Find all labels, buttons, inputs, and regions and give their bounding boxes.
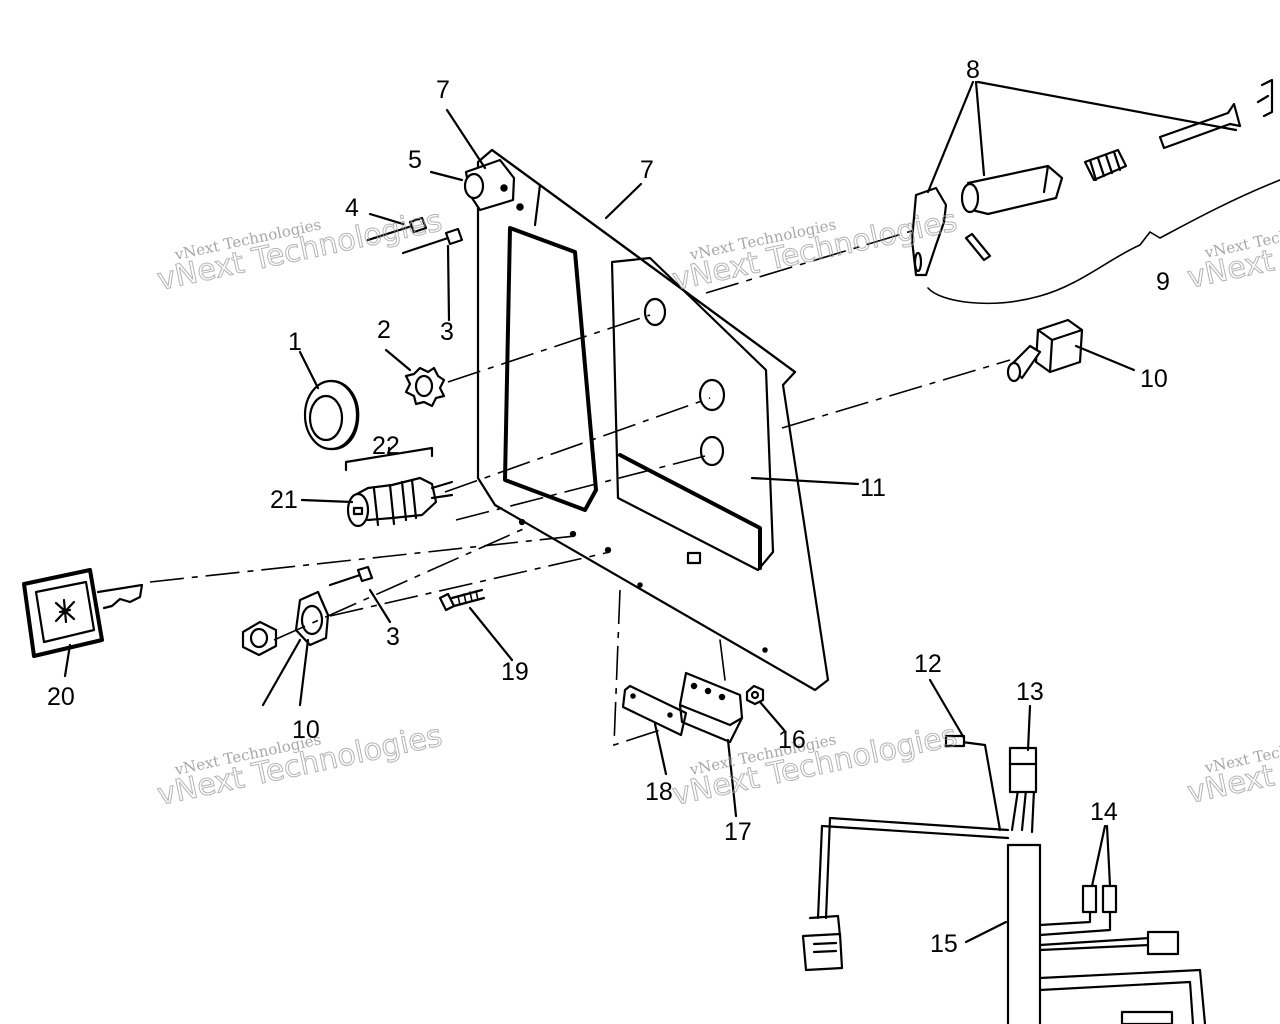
callout-13: 13 (1016, 678, 1044, 706)
dash-panel (463, 148, 830, 692)
wiring-harness (801, 734, 1207, 1024)
callout-1: 1 (288, 328, 302, 356)
callout-7: 7 (640, 156, 654, 184)
callout-10: 10 (292, 716, 320, 744)
latch-assembly (910, 78, 1280, 305)
callout-17: 17 (724, 818, 752, 846)
callout-16: 16 (778, 726, 806, 754)
callout-4: 4 (345, 194, 359, 222)
callout-8: 8 (966, 56, 980, 84)
callout-9: 9 (1156, 268, 1170, 296)
callout-labels: 1 2 3 3 7 9 4 5 7 8 10 10 11 12 13 14 15… (47, 56, 1170, 958)
callout-22: 22 (372, 432, 400, 460)
callout-15: 15 (930, 930, 958, 958)
hinge-brackets (621, 671, 765, 744)
callout-21: 21 (270, 486, 298, 514)
callout-10: 10 (1140, 365, 1168, 393)
callout-5: 5 (408, 146, 422, 174)
callout-6: 7 (436, 76, 450, 104)
callout-3: 3 (386, 623, 400, 651)
toggle-switch (1006, 318, 1084, 383)
hardware-left (22, 216, 486, 658)
callout-3: 3 (440, 318, 454, 346)
callout-12: 12 (914, 650, 942, 678)
callout-18: 18 (645, 778, 673, 806)
callout-14: 14 (1090, 798, 1118, 826)
callout-2: 2 (377, 316, 391, 344)
callout-11: 11 (860, 474, 886, 502)
leader-lines (63, 80, 1238, 944)
callout-19: 19 (501, 658, 529, 686)
callout-20: 20 (47, 683, 75, 711)
alignment-lines (149, 229, 1011, 747)
